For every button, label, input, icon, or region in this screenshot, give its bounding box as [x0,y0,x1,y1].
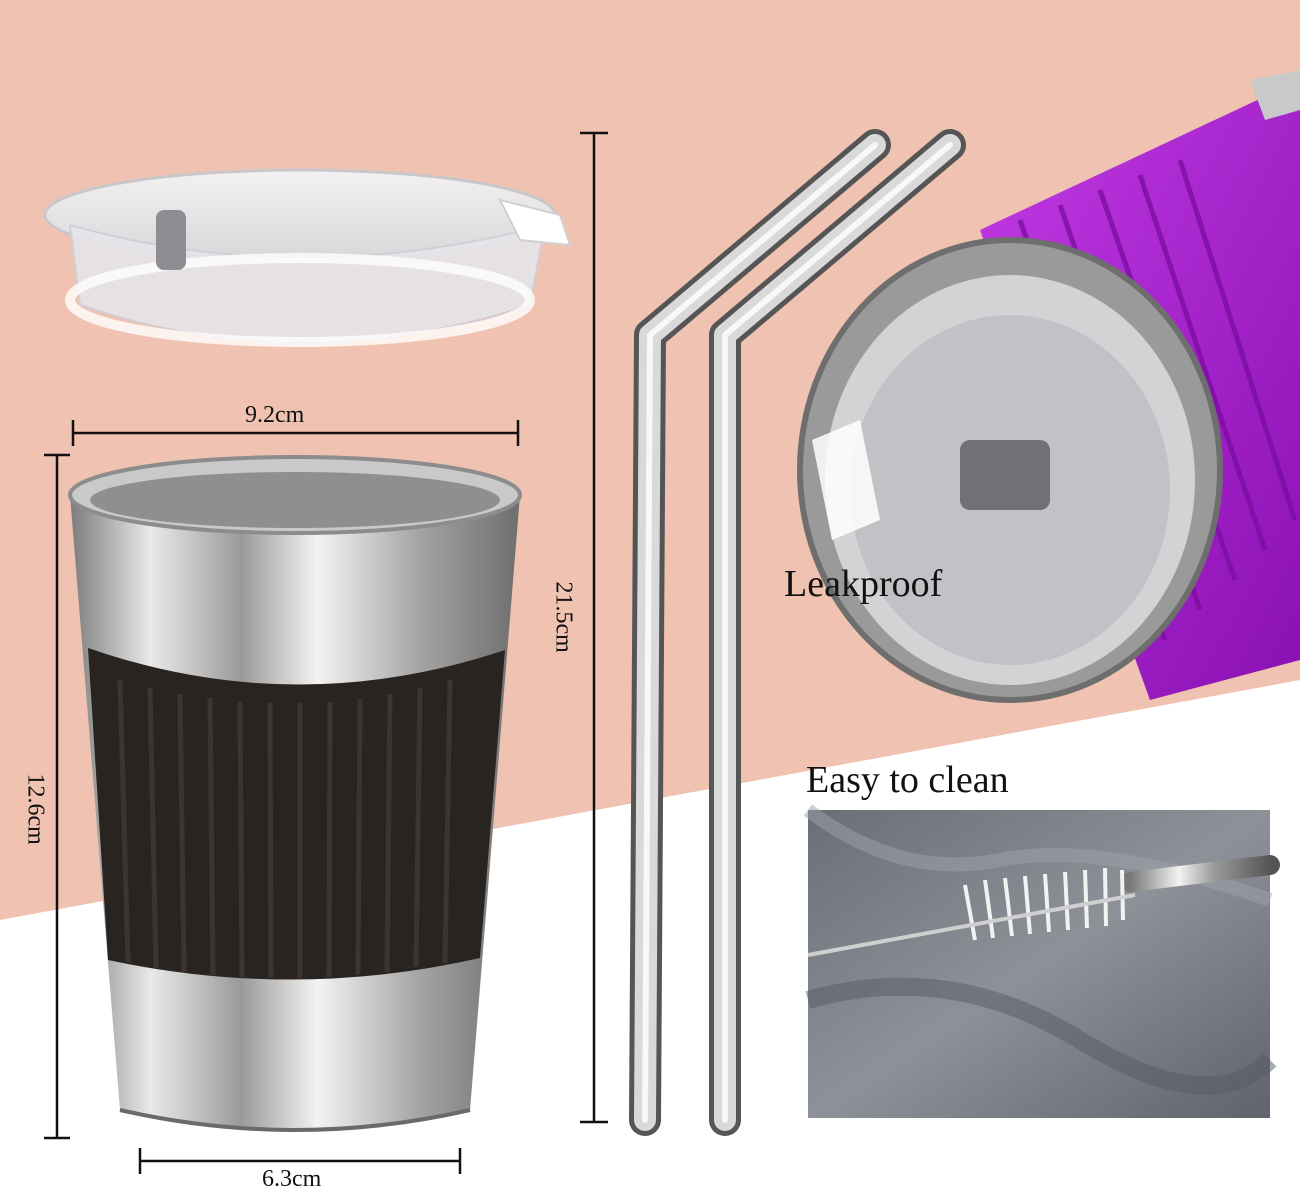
tumbler-with-purple-sleeve [797,70,1300,703]
lid-width-dimension [71,420,520,446]
straw-length-dimension [580,131,608,1124]
clear-lid [43,168,572,347]
cup-height-label: 12.6cm [22,773,49,845]
leakproof-callout: Leakproof [784,563,943,605]
bent-steel-straws [629,129,966,1136]
cup-height-dimension [44,453,70,1140]
cup-base-dimension [138,1148,462,1174]
dark-silicone-sleeve [88,648,505,980]
easy-to-clean-callout: Easy to clean [806,759,1009,801]
lid-width-label: 9.2cm [245,402,305,428]
cleaning-brush-photo [803,804,1280,1118]
straw-length-label: 21.5cm [550,581,577,653]
cup-base-label: 6.3cm [262,1166,322,1192]
